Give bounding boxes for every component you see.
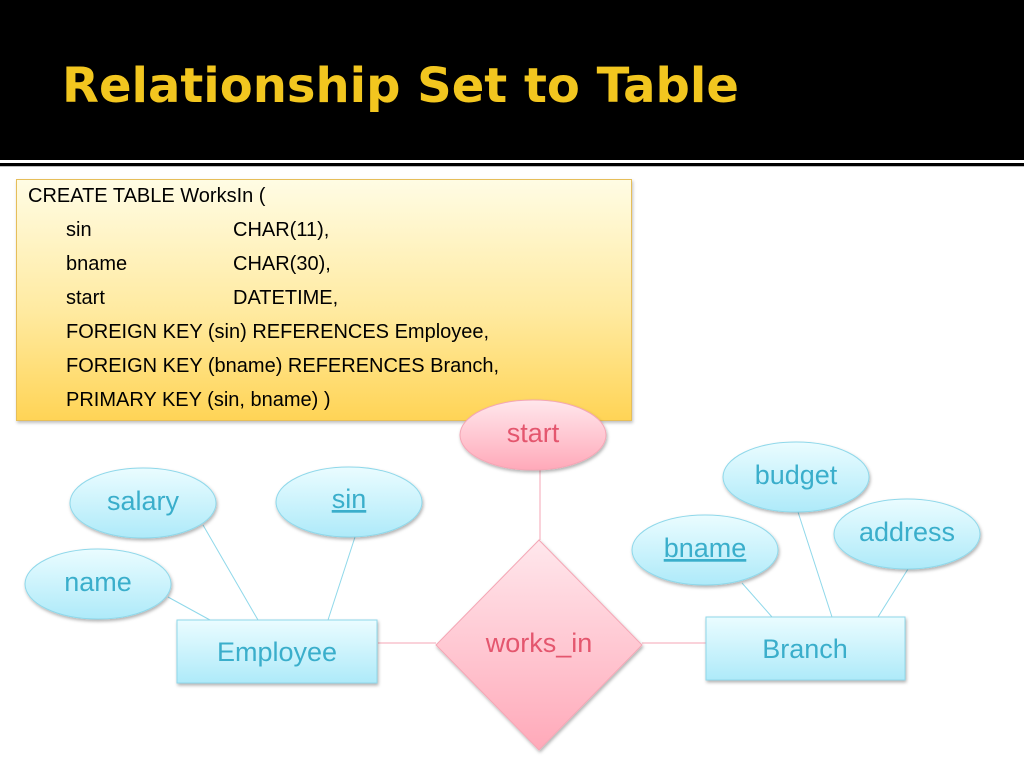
- attribute-key-label: sin: [332, 484, 367, 514]
- attribute-ellipse: [459, 399, 607, 471]
- sql-create-line: CREATE TABLE WorksIn (: [28, 185, 266, 207]
- entity-branch: Branch: [705, 616, 906, 681]
- attribute-bname: bname: [631, 514, 779, 586]
- relationship-works-in: works_in: [435, 539, 643, 751]
- attribute-label: salary: [107, 486, 180, 516]
- relationship-label: works_in: [485, 628, 593, 658]
- attribute-ellipse: [24, 548, 172, 620]
- sql-column-type: CHAR(30),: [233, 253, 331, 275]
- attribute-ellipse: [722, 441, 870, 513]
- title-divider-thin: [0, 166, 1024, 167]
- attribute-label: name: [64, 567, 132, 597]
- entity-rect: [705, 616, 906, 681]
- relationship-diamond: [435, 539, 643, 751]
- sql-primary-key: PRIMARY KEY (sin, bname) ): [66, 389, 331, 411]
- title-divider: [0, 160, 1024, 163]
- attribute-label: budget: [755, 460, 838, 490]
- sql-column-name: bname: [66, 253, 128, 275]
- attribute-key-label: bname: [664, 533, 747, 563]
- connector-budget-branch: [797, 511, 833, 618]
- connector-address-branch: [877, 568, 909, 618]
- attribute-sin: sin: [275, 466, 423, 538]
- sql-column-name: start: [66, 287, 105, 309]
- connector-salary-employee: [202, 524, 259, 621]
- connector-sin-employee: [327, 536, 356, 621]
- attribute-start: start: [459, 399, 607, 471]
- attribute-ellipse: [275, 466, 423, 538]
- sql-column-type: CHAR(11),: [233, 219, 330, 241]
- slide-title: Relationship Set to Table: [62, 58, 739, 114]
- sql-column-name: sin: [66, 219, 92, 241]
- sql-foreign-key-employee: FOREIGN KEY (sin) REFERENCES Employee,: [66, 321, 490, 343]
- entity-label: Branch: [762, 634, 848, 664]
- sql-column-type: DATETIME,: [233, 287, 339, 309]
- entity-label: Employee: [217, 637, 337, 667]
- attribute-address: address: [833, 498, 981, 570]
- attribute-ellipse: [631, 514, 779, 586]
- attribute-ellipse: [833, 498, 981, 570]
- entity-rect: [176, 619, 378, 684]
- attribute-name: name: [24, 548, 172, 620]
- connector-lines: [167, 470, 909, 644]
- sql-code-box: CREATE TABLE WorksIn ( sin CHAR(11), bna…: [16, 179, 632, 421]
- attribute-salary: salary: [69, 467, 217, 539]
- attribute-ellipse: [69, 467, 217, 539]
- attribute-label: address: [859, 517, 955, 547]
- connector-bname-branch: [741, 582, 773, 618]
- connector-name-employee: [167, 596, 211, 621]
- entity-employee: Employee: [176, 619, 378, 684]
- attribute-budget: budget: [722, 441, 870, 513]
- sql-foreign-key-branch: FOREIGN KEY (bname) REFERENCES Branch,: [66, 355, 500, 377]
- attribute-label: start: [507, 418, 560, 448]
